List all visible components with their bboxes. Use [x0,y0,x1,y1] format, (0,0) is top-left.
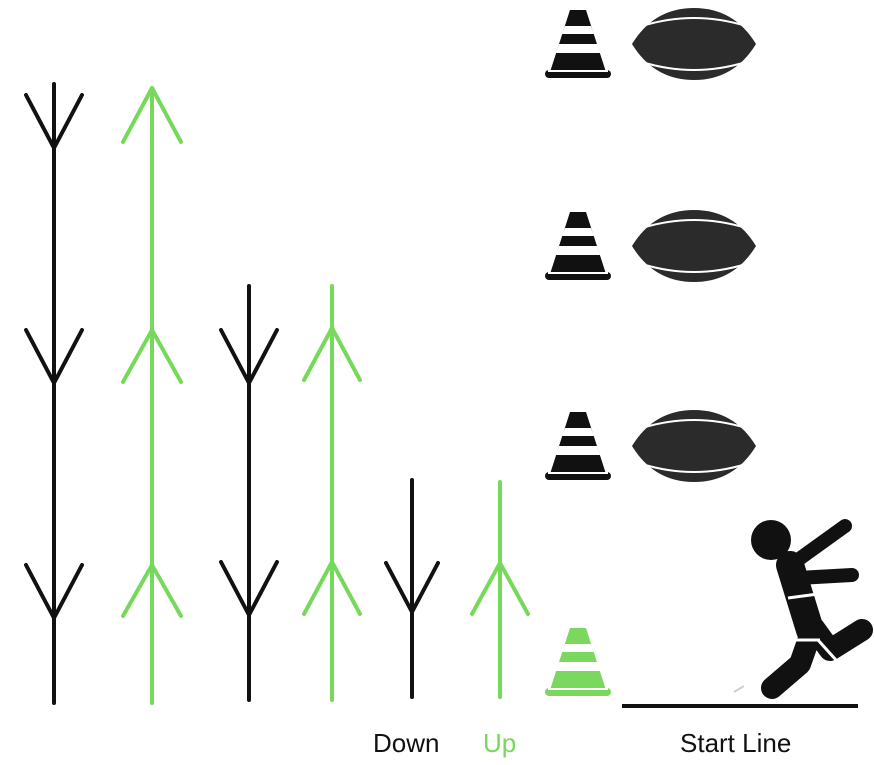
rugby-ball-icon [632,210,756,282]
up-arrow-short [470,480,530,699]
rugby-ball-icon [632,410,756,482]
rugby-ball-icon [632,8,756,80]
markers-layer [545,8,756,696]
cone-icon [545,10,611,78]
cone-icon [545,628,611,696]
legend-down-label: Down [373,728,440,758]
down-arrow-short [384,478,440,699]
down-arrow-long [24,82,84,705]
cone-icon [545,412,611,480]
runner-icon [733,519,873,699]
up-arrow-long [121,86,183,705]
cone-icon [545,212,611,280]
start-line-label: Start Line [680,728,792,758]
legend-up-label: Up [483,728,517,758]
down-arrow-medium [219,284,279,702]
up-arrow-medium [302,284,362,702]
